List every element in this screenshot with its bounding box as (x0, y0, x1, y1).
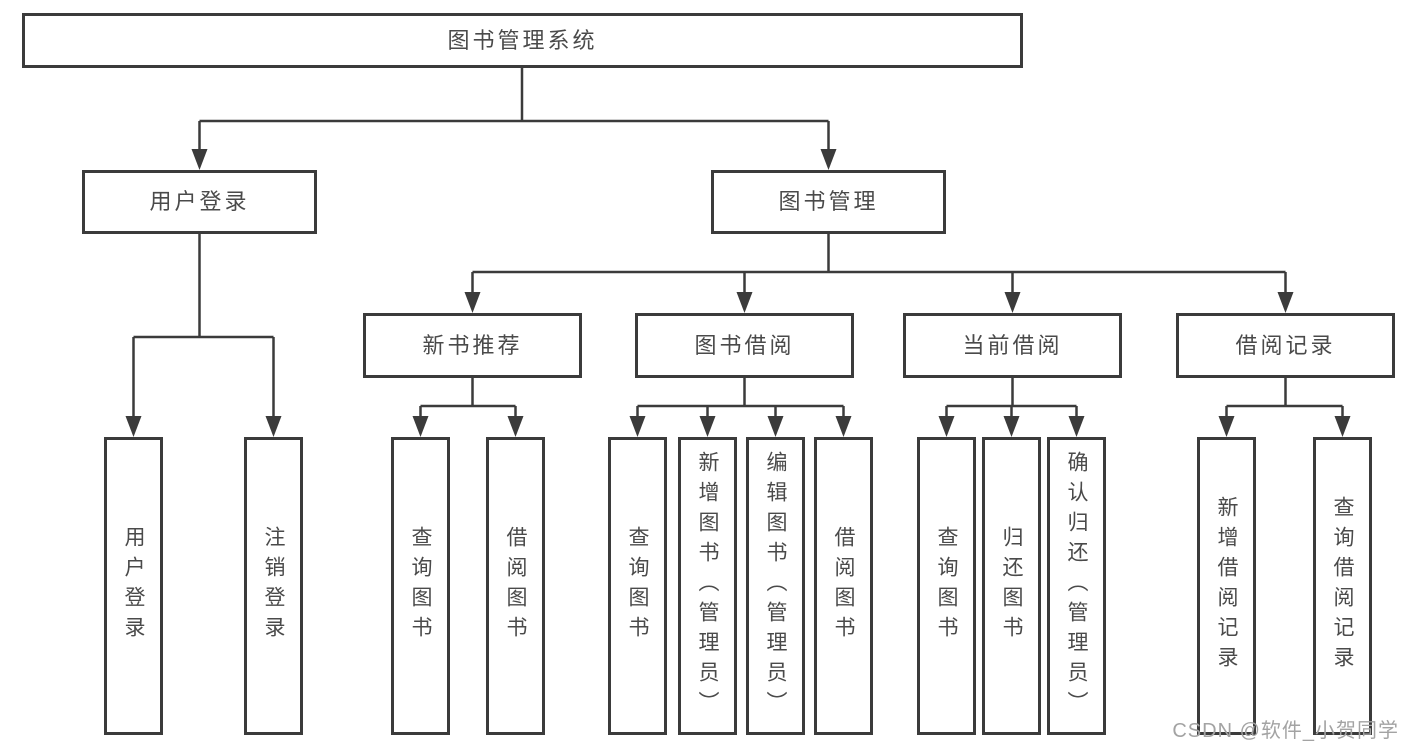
node-book-management-label: 图书管理 (778, 189, 879, 214)
node-leaf-cb-return-books-label: 归还图书 (1000, 526, 1023, 646)
node-leaf-bb-borrow-books-label: 借阅图书 (832, 526, 855, 646)
node-book-borrowing-label: 图书借阅 (694, 332, 795, 358)
node-borrowing-records-label: 借阅记录 (1235, 332, 1336, 358)
node-leaf-br-add-record: 新增借阅记录 (1197, 437, 1256, 735)
node-new-book-recommend: 新书推荐 (363, 313, 582, 378)
node-root-label: 图书管理系统 (447, 27, 598, 53)
node-leaf-rec-query-books-label: 查询图书 (409, 526, 432, 646)
node-leaf-logout-label: 注销登录 (262, 526, 285, 646)
node-leaf-rec-borrow-books: 借阅图书 (486, 437, 545, 735)
node-user-login: 用户登录 (82, 170, 317, 234)
node-leaf-bb-edit-books: 编辑图书（管理员） (746, 437, 805, 735)
node-new-book-recommend-label: 新书推荐 (422, 332, 523, 358)
node-leaf-bb-borrow-books: 借阅图书 (814, 437, 873, 735)
node-user-login-label: 用户登录 (149, 189, 250, 214)
node-leaf-cb-confirm-return-label: 确认归还（管理员） (1065, 451, 1088, 721)
node-leaf-bb-edit-books-label: 编辑图书（管理员） (764, 451, 787, 721)
node-leaf-cb-query-books: 查询图书 (917, 437, 976, 735)
node-book-management: 图书管理 (711, 170, 946, 234)
node-leaf-br-query-record: 查询借阅记录 (1313, 437, 1372, 735)
node-root: 图书管理系统 (22, 13, 1023, 68)
node-borrowing-records: 借阅记录 (1176, 313, 1395, 378)
node-leaf-bb-add-books-label: 新增图书（管理员） (696, 451, 719, 721)
node-leaf-bb-query-books: 查询图书 (608, 437, 667, 735)
node-leaf-user-login: 用户登录 (104, 437, 163, 735)
node-leaf-user-login-label: 用户登录 (122, 526, 145, 646)
node-leaf-cb-confirm-return: 确认归还（管理员） (1047, 437, 1106, 735)
node-leaf-rec-query-books: 查询图书 (391, 437, 450, 735)
node-leaf-br-query-record-label: 查询借阅记录 (1331, 496, 1354, 676)
node-leaf-logout: 注销登录 (244, 437, 303, 735)
node-leaf-bb-query-books-label: 查询图书 (626, 526, 649, 646)
node-leaf-bb-add-books: 新增图书（管理员） (678, 437, 737, 735)
node-current-borrowing: 当前借阅 (903, 313, 1122, 378)
node-book-borrowing: 图书借阅 (635, 313, 854, 378)
node-leaf-br-add-record-label: 新增借阅记录 (1215, 496, 1238, 676)
node-current-borrowing-label: 当前借阅 (962, 332, 1063, 358)
node-leaf-rec-borrow-books-label: 借阅图书 (504, 526, 527, 646)
watermark: CSDN @软件_小贺同学 (1172, 720, 1399, 742)
node-leaf-cb-return-books: 归还图书 (982, 437, 1041, 735)
node-leaf-cb-query-books-label: 查询图书 (935, 526, 958, 646)
